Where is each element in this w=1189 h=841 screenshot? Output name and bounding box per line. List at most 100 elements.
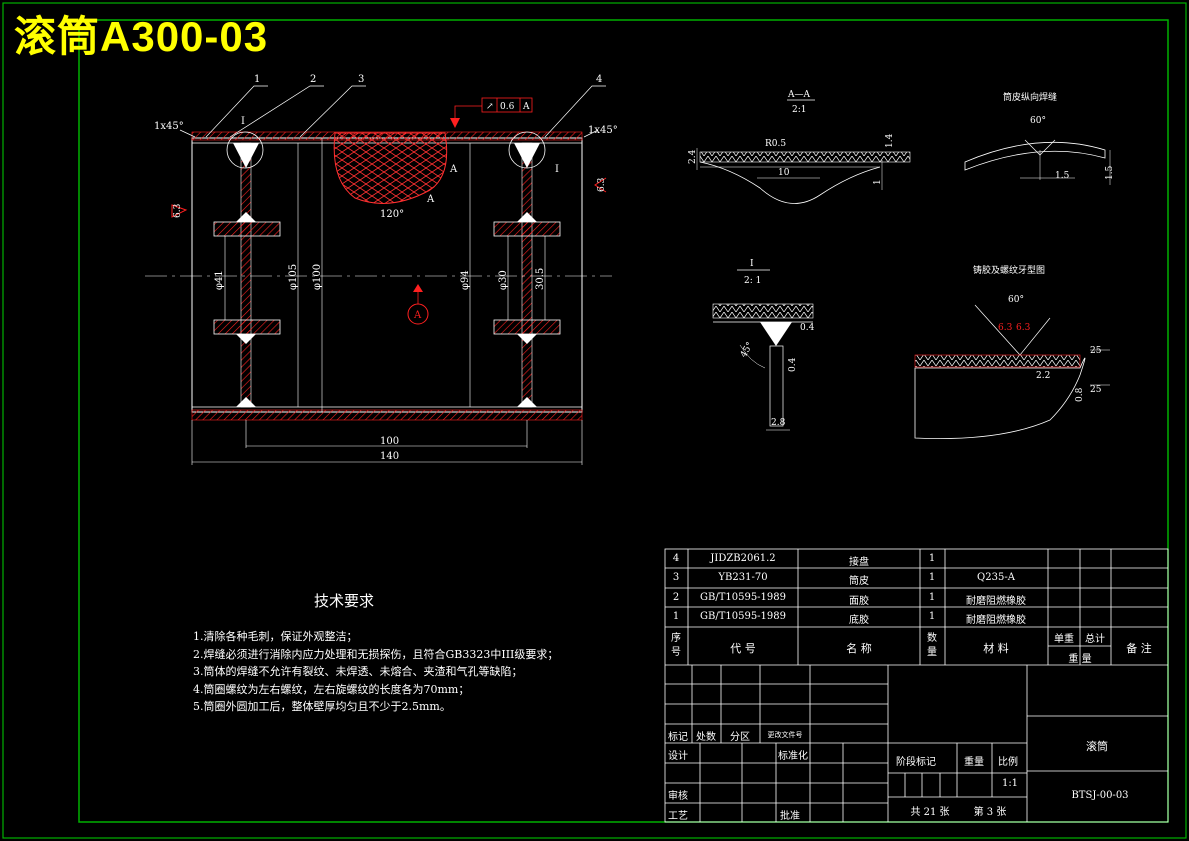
- tb-doc: 更改文件号: [767, 731, 803, 739]
- bom-qty: 1: [928, 572, 936, 583]
- requirement-item: 5.筒圈外圆加工后，整体壁厚均匀且不少于2.5mm。: [193, 700, 451, 713]
- dim-phi100: φ100: [312, 264, 323, 290]
- main-view: [145, 85, 612, 465]
- angle-120: 120°: [380, 209, 404, 220]
- requirement-item: 4.筒圈螺纹为左右螺纹，左右旋螺纹的长度各为70mm；: [193, 682, 470, 696]
- bom-material: Q235-A: [977, 572, 1015, 583]
- tb-zone: 分区: [730, 732, 750, 743]
- thread-r2: 6.3: [1016, 323, 1031, 333]
- tb-stage: 阶段标记: [896, 757, 936, 768]
- bom-header-name: 名 称: [846, 642, 872, 655]
- tb-count: 处数: [696, 732, 716, 743]
- bom-header-weight: 重 量: [1068, 654, 1092, 665]
- bom-header-no: 序号: [671, 633, 681, 658]
- bom-code: YB231-70: [718, 572, 768, 583]
- weld-d1: 1.5: [1055, 171, 1070, 181]
- bom-header-code: 代 号: [730, 642, 756, 655]
- aa-d2: 10: [778, 168, 790, 178]
- i-title: I: [750, 259, 754, 269]
- bom-name: 筒皮: [849, 576, 869, 587]
- dim-phi105: φ105: [288, 264, 299, 290]
- bom-header-total-weight: 总计: [1085, 634, 1105, 645]
- i-d3: 2.8: [771, 418, 786, 428]
- bom-qty: 1: [928, 553, 936, 564]
- tb-process: 工艺: [668, 811, 688, 822]
- weld-d2: 1.5: [1105, 165, 1115, 180]
- tb-part-name: 滚筒: [1086, 740, 1108, 753]
- bom-material: 耐磨阻燃橡胶: [966, 596, 1026, 607]
- bom-no: 4: [672, 553, 680, 564]
- inner-border: [78, 19, 1169, 823]
- dim-140: 140: [380, 451, 399, 462]
- title-block-grid: [664, 548, 1169, 823]
- aa-d1: 2.4: [688, 149, 698, 164]
- view-aa: [696, 99, 911, 204]
- leader-2: 2: [310, 74, 316, 85]
- requirements-heading: 技术要求: [314, 592, 375, 610]
- thread-d2: 0.8: [1075, 387, 1085, 402]
- dim-100: 100: [380, 436, 399, 447]
- leader-1: 1: [254, 74, 260, 85]
- aa-r: R0.5: [765, 139, 786, 149]
- leader-4: 4: [596, 74, 602, 85]
- requirement-item: 2.焊缝必须进行消除内应力处理和无损探伤，且符合GB3323中III级要求；: [193, 647, 559, 661]
- leader-3: 3: [358, 74, 364, 85]
- tb-weight: 重量: [964, 757, 984, 768]
- tb-drawing-no: BTSJ-00-03: [1071, 790, 1129, 801]
- dim-phi41: φ41: [214, 270, 225, 290]
- section-letter-1: A: [449, 164, 458, 175]
- tb-mark: 标记: [668, 732, 688, 743]
- dim-30-5: 30.5: [535, 268, 546, 290]
- i-angle: 45°: [739, 341, 756, 360]
- aa-d4: 1: [873, 179, 883, 185]
- tb-review: 审核: [668, 791, 688, 802]
- requirements-list: 1.清除各种毛刺，保证外观整洁； 2.焊缝必须进行消除内应力处理和无损探伤，且符…: [193, 628, 558, 716]
- thread-r1: 6.3: [998, 323, 1013, 333]
- roughness-right: 6.3: [597, 177, 607, 192]
- weld-angle: 60°: [1030, 116, 1046, 126]
- datum-a: A: [413, 310, 422, 321]
- bom-material: 耐磨阻燃橡胶: [966, 615, 1026, 626]
- bom-no: 1: [672, 611, 680, 622]
- bom-header-material: 材 料: [983, 642, 1009, 655]
- bom-code: GB/T10595-1989: [699, 611, 787, 622]
- tb-scale-label: 比例: [998, 757, 1018, 768]
- bom-header-unit-weight: 单重: [1054, 634, 1074, 645]
- aa-scale: 2:1: [792, 105, 806, 115]
- bom-header-qty: 数量: [927, 633, 937, 658]
- tol-symbol: ↗: [486, 102, 494, 112]
- aa-title: A—A: [787, 90, 810, 100]
- requirement-item: 1.清除各种毛刺，保证外观整洁；: [193, 630, 358, 643]
- requirement-item: 3.筒体的焊缝不允许有裂纹、未焊透、未熔合、夹渣和气孔等缺陷；: [193, 665, 523, 678]
- view-weld: [964, 139, 1111, 185]
- drawing-title: 滚筒A300-03: [14, 13, 269, 60]
- dim-phi30: φ30: [498, 270, 509, 290]
- bom-qty: 1: [928, 611, 936, 622]
- bom-name: 底胶: [849, 615, 869, 626]
- chamfer-right: 1x45°: [588, 125, 618, 136]
- section-letter-2: A: [426, 194, 435, 205]
- thread-d1: 2.2: [1036, 371, 1050, 381]
- tb-design: 设计: [668, 751, 688, 762]
- section-mark-left: I: [241, 116, 245, 127]
- chamfer-left: 1x45°: [154, 121, 184, 132]
- thread-v2: 25: [1090, 385, 1102, 395]
- i-d1: 0.4: [800, 323, 815, 333]
- view-i: [712, 269, 814, 431]
- tol-value: 0.6: [500, 102, 515, 112]
- bom-name: 面胶: [849, 596, 869, 607]
- bom-no: 2: [672, 592, 680, 603]
- bom-no: 3: [672, 572, 680, 583]
- bom-code: JIDZB2061.2: [710, 553, 776, 564]
- bom-header-note: 备 注: [1126, 642, 1152, 655]
- bom-code: GB/T10595-1989: [699, 592, 787, 603]
- section-mark-right: I: [555, 164, 559, 175]
- tb-approve: 批准: [780, 811, 800, 822]
- dim-phi94: φ94: [460, 270, 471, 290]
- bom-qty: 1: [928, 592, 936, 603]
- view-thread: [914, 304, 1110, 440]
- tb-standard: 标准化: [778, 751, 808, 762]
- tb-sheet: 第 3 张: [973, 807, 1007, 818]
